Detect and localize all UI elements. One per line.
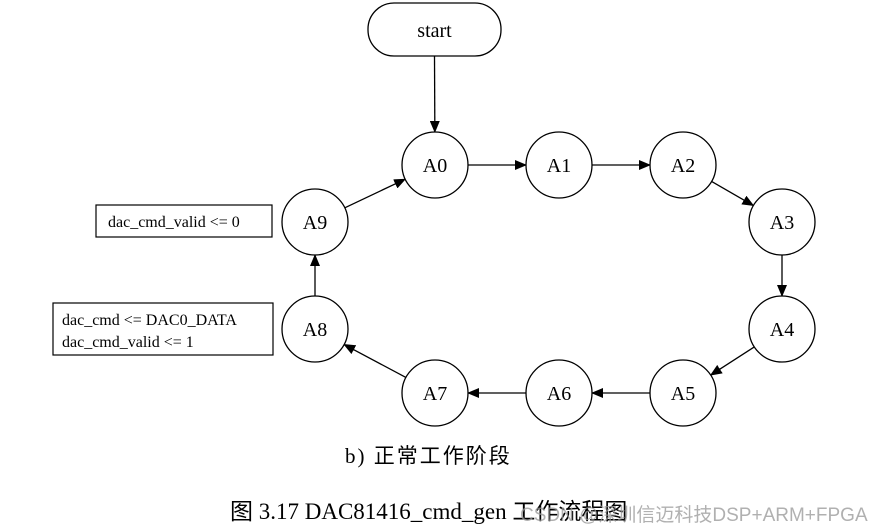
state-node-a6: A6 xyxy=(525,359,593,427)
state-node-a1: A1 xyxy=(525,131,593,199)
note-box-a9: dac_cmd_valid <= 0 xyxy=(95,204,273,238)
state-node-a9: A9 xyxy=(281,188,349,256)
state-label: A6 xyxy=(547,383,571,405)
state-node-a8: A8 xyxy=(281,295,349,363)
state-node-a4: A4 xyxy=(748,295,816,363)
state-label: A7 xyxy=(423,383,447,405)
edge-a9-a0 xyxy=(344,178,407,209)
start-node: start xyxy=(367,2,502,57)
state-label: A8 xyxy=(303,319,327,341)
note-line: dac_cmd_valid <= 1 xyxy=(62,334,194,351)
subcaption: b) 正常工作阶段 xyxy=(345,444,512,468)
state-node-a0: A0 xyxy=(401,131,469,199)
edge-a2-a3 xyxy=(711,180,755,207)
state-node-a7: A7 xyxy=(401,359,469,427)
state-node-a5: A5 xyxy=(649,359,717,427)
note-box-a8: dac_cmd <= DAC0_DATA dac_cmd_valid <= 1 xyxy=(52,302,274,356)
state-label: A3 xyxy=(770,212,794,234)
state-label: A2 xyxy=(671,155,695,177)
watermark: CSDN @深圳信迈科技DSP+ARM+FPGA xyxy=(520,505,868,526)
note-line: dac_cmd_valid <= 0 xyxy=(108,214,240,231)
state-label: A4 xyxy=(770,319,794,341)
state-label: A0 xyxy=(423,155,447,177)
state-label: A5 xyxy=(671,383,695,405)
edge-a4-a5 xyxy=(709,346,755,376)
state-node-a3: A3 xyxy=(748,188,816,256)
figure-caption: 图 3.17 DAC81416_cmd_gen 工作流程图 xyxy=(230,499,628,524)
start-label: start xyxy=(417,20,452,42)
state-node-a2: A2 xyxy=(649,131,717,199)
edge-a7-a8 xyxy=(343,343,407,379)
state-label: A9 xyxy=(303,212,327,234)
note-line: dac_cmd <= DAC0_DATA xyxy=(62,312,237,329)
state-label: A1 xyxy=(547,155,571,177)
